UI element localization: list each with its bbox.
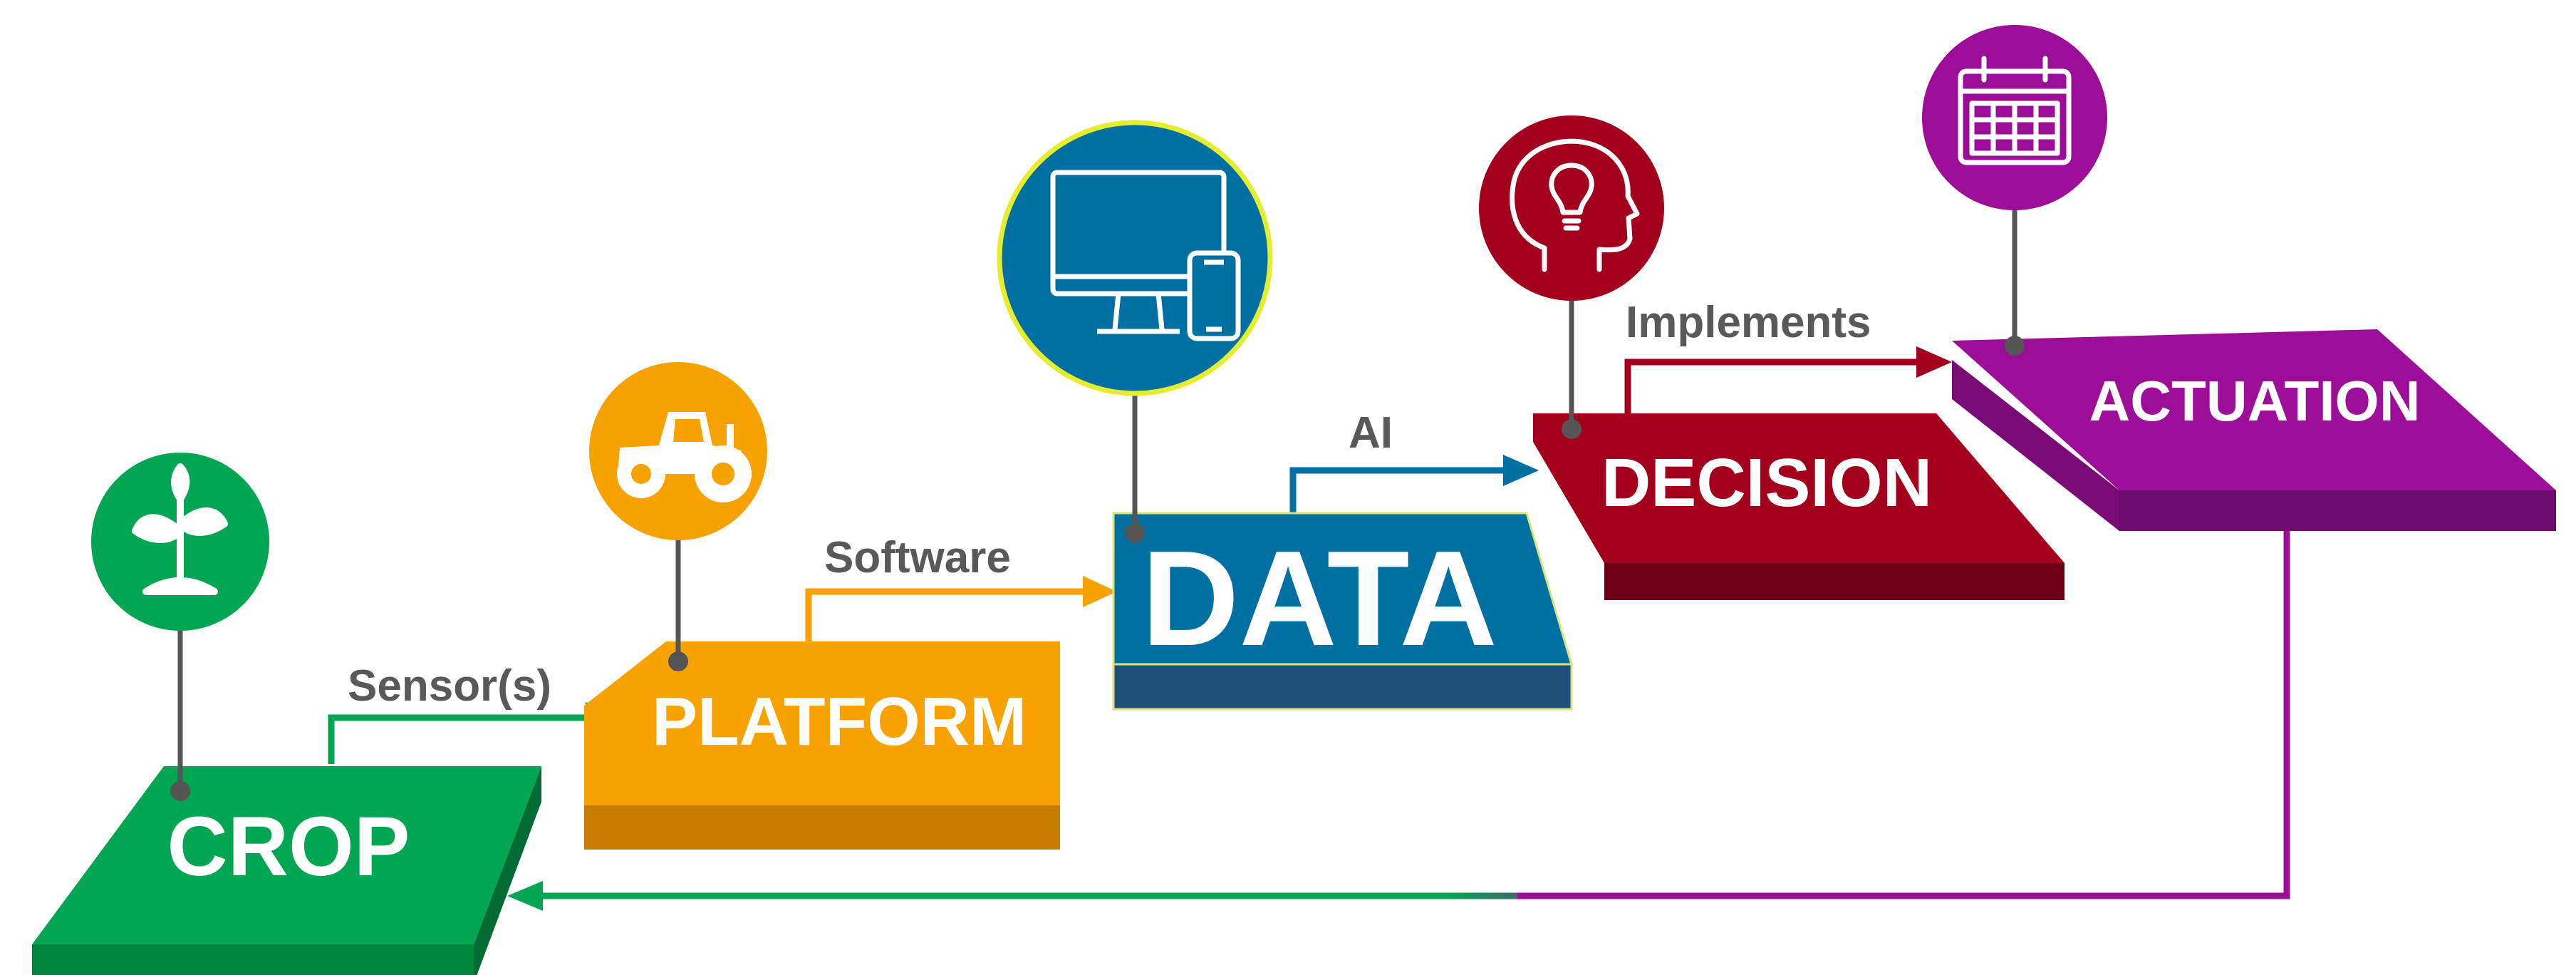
stage-actuation: ACTUATION: [1922, 25, 2556, 531]
connector-sensors: Sensor(s): [328, 661, 621, 764]
stage-label-data: DATA: [1141, 523, 1497, 674]
stage-label-platform: PLATFORM: [652, 683, 1027, 760]
computer-monitor-phone-icon: [1050, 170, 1241, 341]
return-loop-arrow: [507, 531, 2290, 911]
tractor-icon: [617, 412, 752, 502]
connector-implements: Implements: [1624, 298, 1952, 413]
stage-label-actuation: ACTUATION: [2089, 369, 2420, 433]
stage-crop: CROP: [32, 453, 541, 975]
stage-platform: PLATFORM: [584, 362, 1060, 850]
stage-data: DATA: [997, 120, 1574, 711]
connector-label-ai: AI: [1349, 408, 1393, 458]
connector-ai: AI: [1289, 408, 1539, 513]
connector-software: Software: [805, 533, 1117, 641]
stage-decision: DECISION: [1479, 115, 2065, 600]
connector-label-implements: Implements: [1626, 298, 1871, 347]
connector-label-software: Software: [824, 533, 1011, 582]
stage-label-crop: CROP: [167, 800, 410, 894]
calendar-icon: [1958, 56, 2072, 165]
head-lightbulb-icon: [1510, 138, 1640, 272]
connector-label-sensors: Sensor(s): [348, 661, 551, 711]
plant-sprout-icon: [132, 463, 228, 595]
stage-label-decision: DECISION: [1601, 445, 1932, 521]
